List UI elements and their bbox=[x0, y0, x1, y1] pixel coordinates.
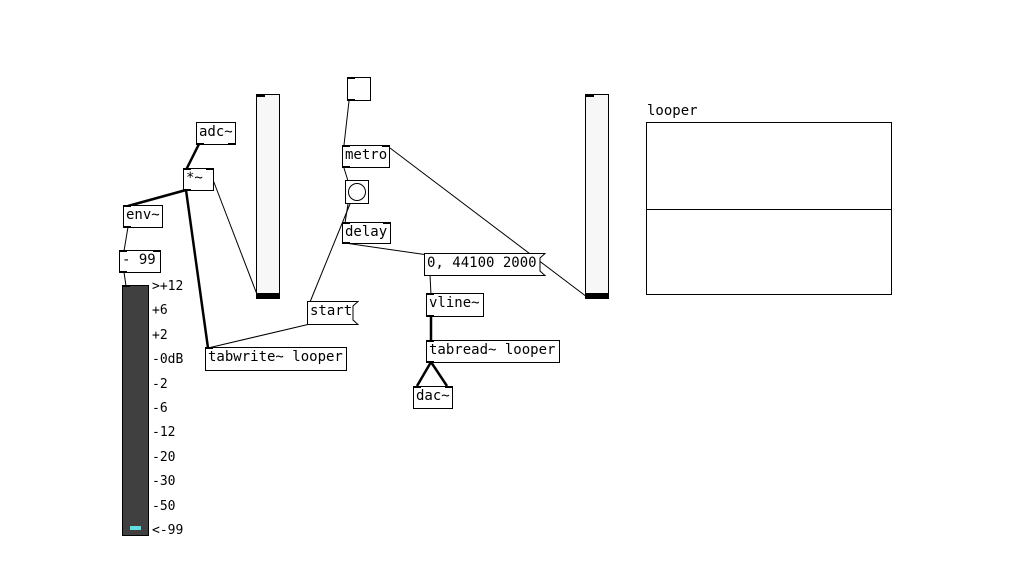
metro-toggle[interactable] bbox=[347, 77, 371, 101]
metro-inlet-left bbox=[343, 145, 350, 147]
tabwrite-object[interactable]: tabwrite~ looper bbox=[205, 347, 347, 371]
vertical-slider-position[interactable] bbox=[585, 94, 609, 299]
vu-scale-label: -6 bbox=[152, 401, 168, 416]
tabread-object[interactable]: tabread~ looper bbox=[426, 340, 560, 363]
start-message-label: start bbox=[310, 303, 353, 319]
multiply-inlet-left bbox=[184, 168, 191, 170]
adc-outlet-left bbox=[197, 143, 204, 145]
vu-meter-level bbox=[130, 526, 141, 530]
vline-label: vline~ bbox=[429, 295, 480, 311]
vu-scale-label: -0dB bbox=[152, 352, 184, 368]
delay-outlet bbox=[343, 242, 350, 244]
wire-tabread-dac-right bbox=[429, 361, 449, 387]
start-message-shape bbox=[307, 301, 359, 325]
multiply-inlet-right bbox=[206, 168, 213, 170]
adc-outlet-right bbox=[228, 143, 235, 145]
dac-label: dac~ bbox=[416, 388, 450, 404]
wire-minus-vu bbox=[123, 271, 127, 287]
metro-outlet bbox=[343, 166, 350, 168]
vu-scale-label: >+12 bbox=[152, 279, 184, 294]
adc-object[interactable]: adc~ bbox=[196, 122, 236, 145]
vu-meter-inlet bbox=[123, 285, 130, 287]
dac-inlet-right bbox=[445, 386, 452, 388]
metro-inlet-right bbox=[382, 145, 389, 147]
vline-outlet bbox=[427, 315, 434, 317]
toggle-outlet bbox=[348, 99, 355, 101]
delay-label: delay bbox=[345, 224, 388, 240]
metro-label: metro bbox=[345, 147, 388, 163]
vu-scale-label: -30 bbox=[152, 474, 176, 490]
slider-position-knob[interactable] bbox=[586, 293, 608, 298]
ramp-message[interactable]: 0, 44100 2000 bbox=[424, 253, 546, 276]
vline-object[interactable]: vline~ bbox=[426, 293, 484, 317]
delay-object[interactable]: delay bbox=[342, 222, 391, 244]
adc-label: adc~ bbox=[199, 124, 233, 140]
dac-inlet-left bbox=[414, 386, 421, 388]
start-message[interactable]: start bbox=[307, 301, 359, 325]
vu-scale-label: -20 bbox=[152, 449, 176, 465]
multiply-label: *~ bbox=[186, 170, 203, 186]
minus-99-inlet-left bbox=[120, 250, 127, 252]
wire-env-minus bbox=[123, 226, 129, 252]
toggle-inlet bbox=[348, 77, 355, 79]
vu-scale-label: +6 bbox=[152, 303, 168, 319]
tabread-outlet bbox=[427, 361, 434, 363]
wire-metro-slider bbox=[389, 147, 588, 298]
vu-meter[interactable] bbox=[122, 285, 149, 536]
dac-object[interactable]: dac~ bbox=[413, 386, 453, 409]
slider-position-inlet bbox=[586, 95, 594, 97]
wire-adc-mul bbox=[184, 143, 201, 171]
minus-99-label: - 99 bbox=[122, 252, 156, 268]
slider-gain-knob[interactable] bbox=[257, 293, 279, 298]
wire-mul-env bbox=[127, 188, 187, 208]
wire-metro-bang bbox=[343, 167, 349, 182]
minus-99-inlet-right bbox=[153, 250, 160, 252]
wire-tabread-dac-left bbox=[415, 361, 433, 387]
multiply-outlet bbox=[184, 189, 191, 191]
tabread-inlet bbox=[427, 340, 434, 342]
array-title: looper bbox=[647, 103, 698, 119]
wire-slider-mul bbox=[209, 171, 259, 298]
array-graph[interactable] bbox=[646, 122, 892, 295]
vline-inlet bbox=[427, 293, 434, 295]
wire-mul-tabwrite bbox=[184, 189, 210, 349]
bang-circle bbox=[348, 183, 366, 201]
bang-button[interactable] bbox=[345, 180, 369, 204]
wire-ramp-vline bbox=[429, 274, 432, 296]
vu-scale-label: -50 bbox=[152, 498, 176, 514]
wire-toggle-metro bbox=[343, 100, 350, 146]
env-inlet bbox=[124, 205, 131, 207]
vu-scale-label: <-99 bbox=[152, 523, 184, 538]
vu-scale-label: +2 bbox=[152, 327, 168, 343]
minus-99-outlet bbox=[120, 271, 127, 273]
delay-inlet-left bbox=[343, 222, 350, 224]
tabread-label: tabread~ looper bbox=[429, 342, 556, 358]
wire-bang-start bbox=[309, 203, 351, 303]
wire-start-tabwrite bbox=[207, 323, 311, 349]
slider-gain-inlet bbox=[257, 95, 265, 97]
wire-delay-ramp bbox=[344, 242, 429, 256]
metro-object[interactable]: metro bbox=[342, 145, 390, 168]
ramp-message-shape bbox=[424, 253, 546, 276]
vu-scale-label: -12 bbox=[152, 425, 176, 441]
tabwrite-inlet bbox=[206, 347, 213, 349]
ramp-message-label: 0, 44100 2000 bbox=[427, 255, 537, 271]
tabwrite-label: tabwrite~ looper bbox=[208, 349, 343, 365]
env-label: env~ bbox=[126, 207, 160, 223]
env-outlet bbox=[124, 226, 131, 228]
env-object[interactable]: env~ bbox=[123, 205, 163, 228]
minus-99-object[interactable]: - 99 bbox=[119, 250, 161, 273]
vertical-slider-gain[interactable] bbox=[256, 94, 280, 299]
vu-scale-label: -2 bbox=[152, 376, 168, 392]
array-waveform-line bbox=[647, 209, 891, 210]
multiply-object[interactable]: *~ bbox=[183, 168, 214, 191]
delay-inlet-right bbox=[383, 222, 390, 224]
